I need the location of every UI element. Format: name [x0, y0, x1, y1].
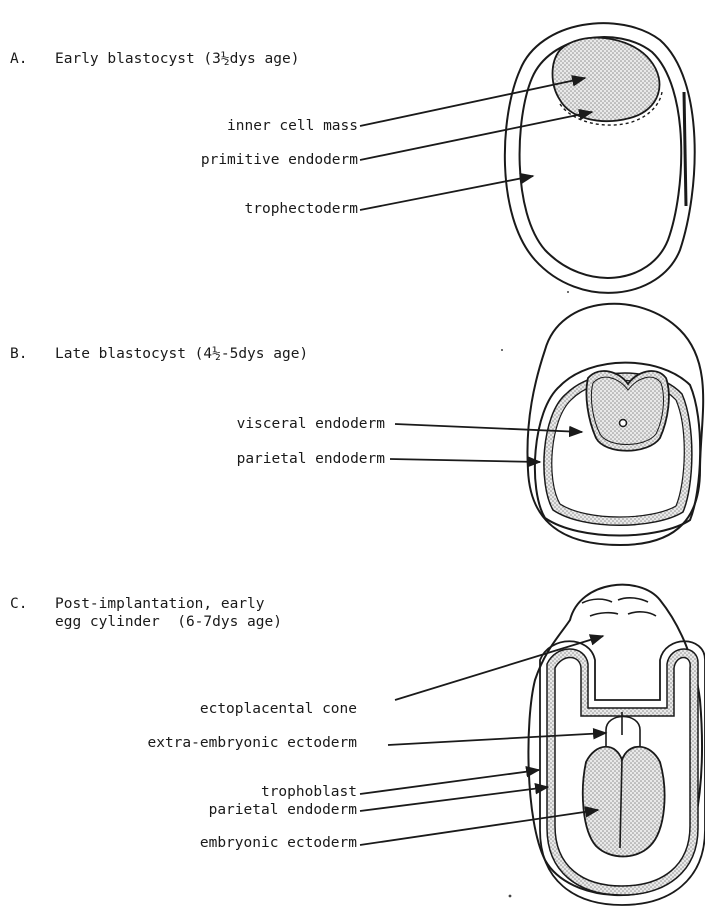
- arrow-parietal-endoderm-b: [390, 459, 540, 462]
- cone-dash-2: [618, 598, 648, 602]
- arrow-inner-cell-mass: [360, 78, 585, 126]
- inner-cell-mass-a: [553, 38, 660, 121]
- stray-mark-1: [567, 291, 569, 293]
- cone-dash-4: [628, 612, 656, 616]
- cavity-dot-b: [620, 420, 627, 427]
- blastocyst-a: [505, 23, 695, 293]
- arrows-a: [360, 78, 592, 210]
- egg-cylinder-c: [528, 585, 705, 905]
- stray-mark-2: [501, 349, 503, 351]
- right-edge-mark-a: [684, 92, 686, 206]
- cone-dash-1: [582, 599, 612, 603]
- cone-dash-3: [590, 613, 618, 616]
- blastocyst-b: [527, 304, 703, 545]
- stray-mark-3: [509, 895, 512, 898]
- arrow-trophoblast: [360, 770, 539, 794]
- embryonic-ectoderm-c: [583, 747, 665, 857]
